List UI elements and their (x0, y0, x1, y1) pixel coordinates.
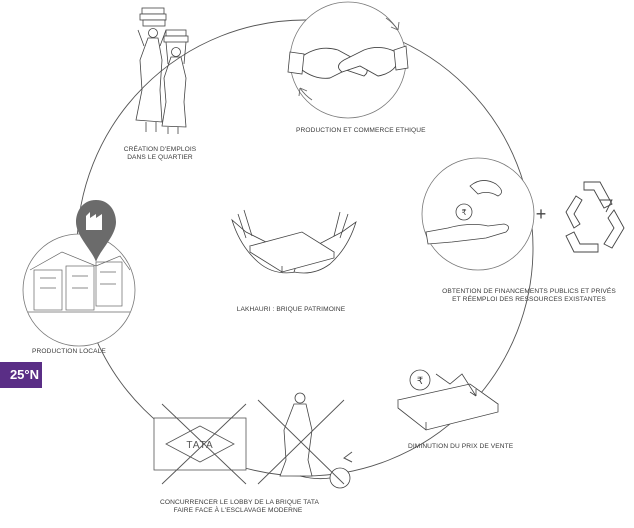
label-financements-2: ET RÉEMPLOI DES RESSOURCES EXISTANTES (436, 296, 622, 304)
hand-coin-icon: ₹ (422, 158, 534, 270)
women-carrying-bricks-icon (136, 8, 188, 134)
crossed-tata-brick-icon: TATA (154, 404, 246, 484)
label-lakhauri: LAKHAURI : BRIQUE PATRIMOINE (236, 306, 346, 314)
handshake-icon (288, 2, 408, 118)
label-production-ethique: PRODUCTION ET COMMERCE ETHIQUE (296, 127, 410, 135)
hands-holding-brick-icon (232, 210, 356, 273)
recycle-icon (566, 182, 624, 252)
svg-text:₹: ₹ (461, 208, 466, 217)
plus-sign: + (536, 204, 547, 224)
latitude-badge: 25°N (0, 362, 42, 388)
label-creation-emplois-1: CRÉATION D'EMPLOIS (120, 146, 200, 154)
label-concurrencer-2: FAIRE FACE À L'ESCLAVAGE MODERNE (160, 507, 316, 515)
location-pin-factory-icon (23, 200, 135, 346)
label-production-locale: PRODUCTION LOCALE (26, 348, 112, 356)
svg-text:₹: ₹ (417, 376, 423, 387)
cycle-arrow-icon (344, 452, 352, 462)
brick-price-drop-icon: ₹ (398, 370, 498, 430)
label-diminution-prix: DIMINUTION DU PRIX DE VENTE (408, 443, 512, 451)
label-concurrencer-1: CONCURRENCER LE LOBBY DE LA BRIQUE TATA (160, 499, 316, 507)
label-creation-emplois-2: DANS LE QUARTIER (120, 154, 200, 162)
label-financements-1: OBTENTION DE FINANCEMENTS PUBLICS ET PRI… (436, 288, 622, 296)
